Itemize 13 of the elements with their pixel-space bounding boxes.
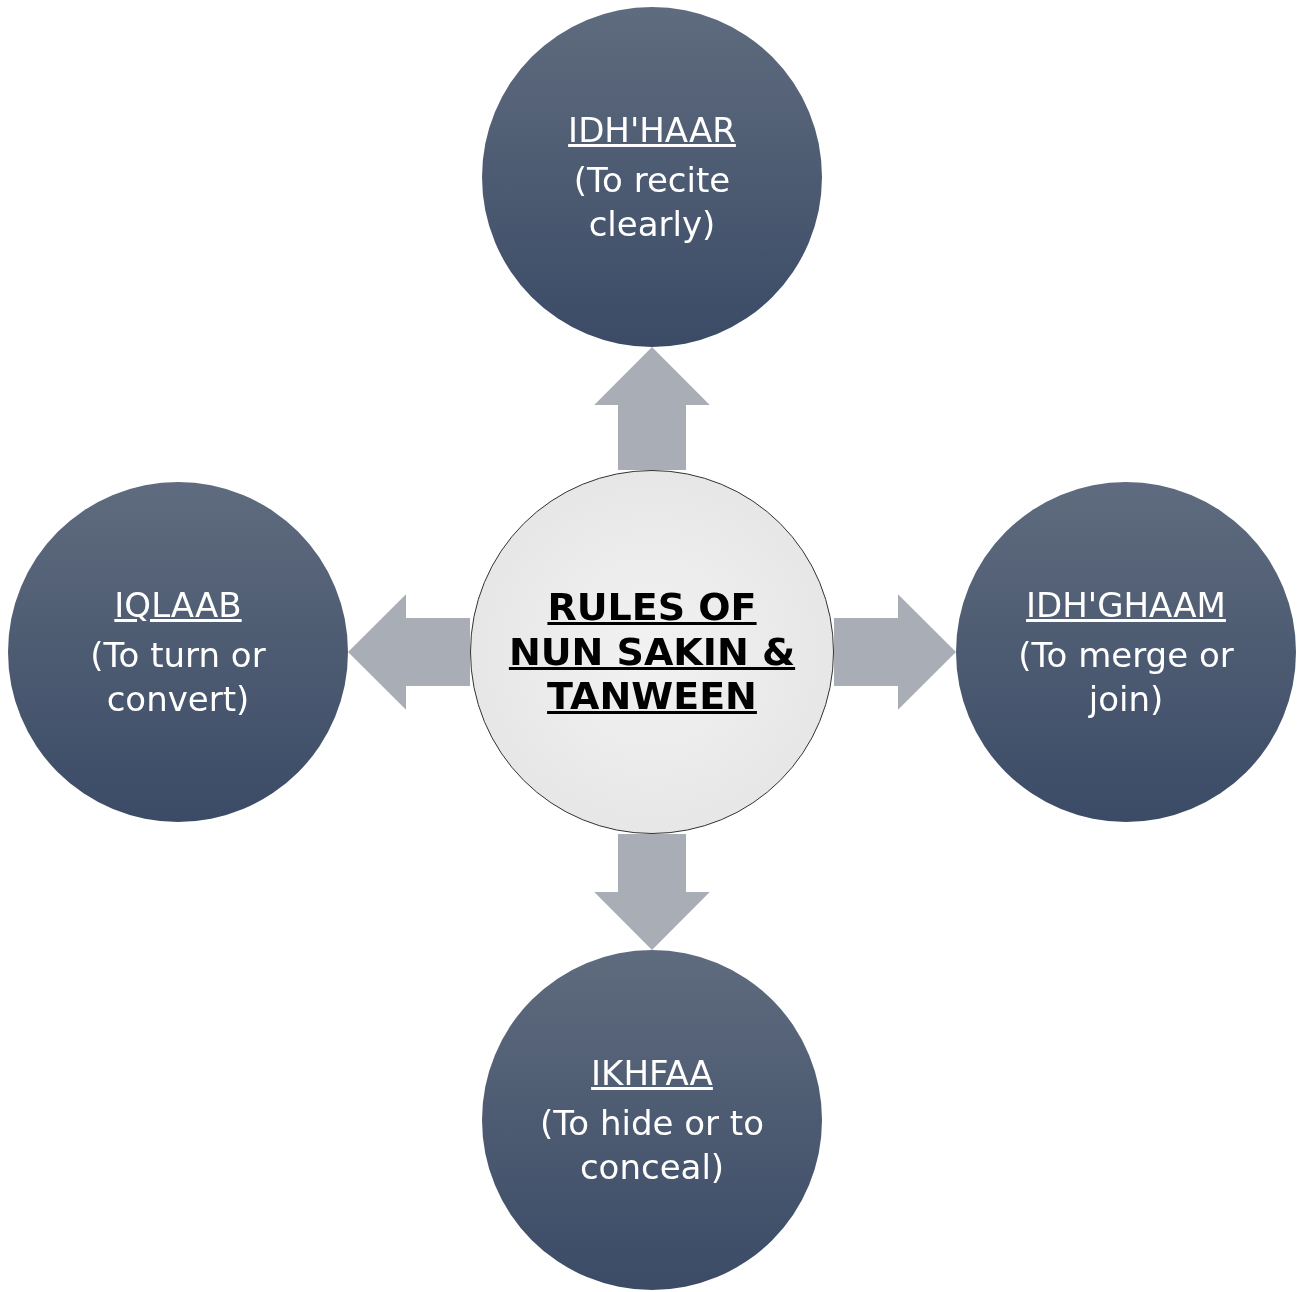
rule-name: IKHFAA: [591, 1051, 713, 1095]
block-arrow: [834, 594, 956, 710]
rule-meaning: (To hide or to conceal): [539, 1101, 765, 1190]
rule-meaning: (To recite clearly): [572, 158, 732, 247]
rule-meaning: (To turn or convert): [89, 633, 267, 722]
block-arrow: [594, 347, 710, 470]
rule-name: IQLAAB: [114, 583, 242, 627]
rule-meaning: (To merge or join): [1017, 633, 1235, 722]
rule-name: IDH'HAAR: [568, 108, 736, 152]
block-arrow: [348, 594, 470, 710]
block-arrow: [594, 834, 710, 950]
title-text: RULES OF NUN SAKIN & TANWEEN: [507, 584, 797, 720]
rule-name: IDH'GHAAM: [1026, 583, 1226, 627]
